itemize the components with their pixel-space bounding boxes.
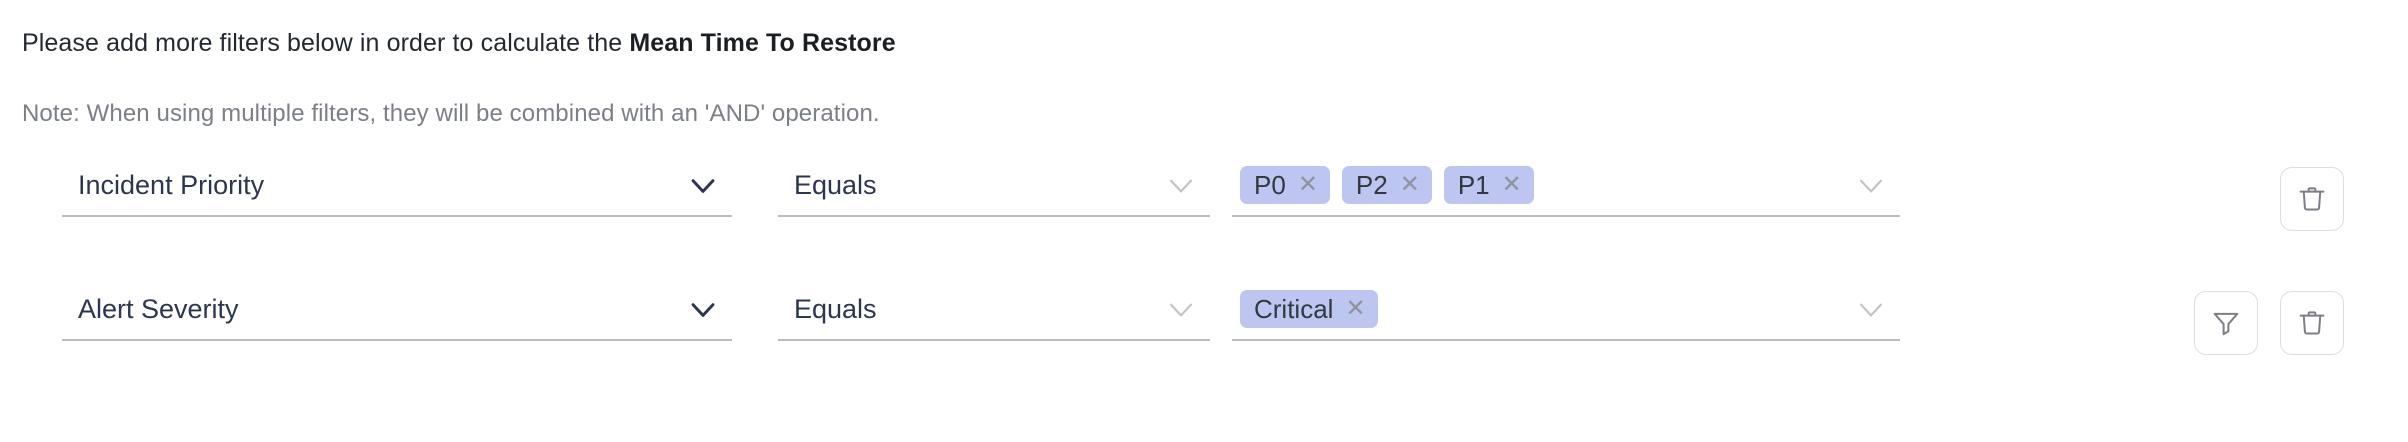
delete-filter-button[interactable] xyxy=(2280,167,2344,231)
chip-label: P1 xyxy=(1457,169,1490,200)
chevron-down-icon xyxy=(686,168,720,202)
filter-values-select[interactable]: Critical ✕ xyxy=(1232,279,1900,341)
filter-operator-select[interactable]: Equals xyxy=(778,155,1210,217)
chevron-down-icon xyxy=(1854,168,1888,202)
chevron-down-icon xyxy=(1854,292,1888,326)
filter-operator-value: Equals xyxy=(794,169,877,200)
filter-field-select[interactable]: Alert Severity xyxy=(62,279,732,341)
filter-value-chips: P0 ✕ P2 ✕ P1 ✕ xyxy=(1240,166,1534,204)
chip-label: P2 xyxy=(1355,169,1388,200)
chevron-down-icon xyxy=(1164,292,1198,326)
chip-label: Critical xyxy=(1254,293,1334,324)
chip-label: P0 xyxy=(1254,169,1286,200)
chevron-down-icon xyxy=(1164,168,1198,202)
value-chip: P0 ✕ xyxy=(1240,166,1330,204)
add-filter-button[interactable] xyxy=(2194,291,2258,355)
filter-row-actions xyxy=(2194,287,2344,359)
filter-row: Incident Priority Equals P0 ✕ xyxy=(0,155,2408,279)
filter-field-value: Alert Severity xyxy=(78,293,239,324)
chevron-down-icon xyxy=(686,292,720,326)
filter-note: Note: When using multiple filters, they … xyxy=(22,100,880,127)
filter-value-chips: Critical ✕ xyxy=(1240,290,1378,328)
delete-filter-button[interactable] xyxy=(2280,291,2344,355)
close-icon[interactable]: ✕ xyxy=(1399,170,1420,198)
filter-rows: Incident Priority Equals P0 ✕ xyxy=(0,155,2408,403)
filter-row-actions xyxy=(2280,163,2344,235)
filter-field-select[interactable]: Incident Priority xyxy=(62,155,732,217)
value-chip: Critical ✕ xyxy=(1240,290,1378,328)
value-chip: P2 ✕ xyxy=(1341,166,1432,204)
filter-field-value: Incident Priority xyxy=(78,169,265,200)
close-icon[interactable]: ✕ xyxy=(1297,170,1318,198)
page-instruction: Please add more filters below in order t… xyxy=(22,26,896,60)
filter-row: Alert Severity Equals Critical ✕ xyxy=(0,279,2408,403)
filter-operator-select[interactable]: Equals xyxy=(778,279,1210,341)
filter-values-select[interactable]: P0 ✕ P2 ✕ P1 ✕ xyxy=(1232,155,1900,217)
close-icon[interactable]: ✕ xyxy=(1345,294,1366,322)
instruction-text: Please add more filters below in order t… xyxy=(22,29,630,57)
value-chip: P1 ✕ xyxy=(1443,166,1534,204)
metric-name: Mean Time To Restore xyxy=(629,29,896,57)
filter-operator-value: Equals xyxy=(794,293,877,324)
close-icon[interactable]: ✕ xyxy=(1501,170,1522,198)
